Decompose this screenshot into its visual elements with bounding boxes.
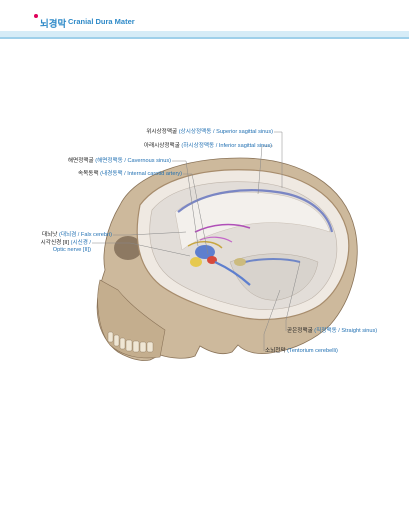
label-ko: 대뇌낫 [41,232,58,238]
label-en: (시신경 / [70,240,91,246]
label-en: (하시상정맥동 / Inferior sagittal sinus) [181,143,272,149]
label-ko: 위시상정맥굴 [146,129,178,135]
page-title-en: Cranial Dura Mater [68,17,135,26]
label-en: (Tentorium cerebelli) [287,348,338,354]
label-superior-sagittal-sinus: 위시상정맥굴 (상시상정맥동 / Superior sagittal sinus… [110,129,273,136]
label-cavernous-sinus: 해면정맥굴 (해면정맥동 / Cavernous sinus) [20,158,171,165]
label-straight-sinus: 곧은정맥굴 (직정맥동 / Straight sinus) [287,328,377,335]
label-en: (내경동맥 / Internal carotid artery) [100,171,182,177]
inferior-sagittal-sinus [194,223,251,233]
page-title-ko: 뇌경막 [40,19,67,30]
label-inferior-sagittal-sinus: 아래시상정맥굴 (하시상정맥동 / Inferior sagittal sinu… [96,143,272,150]
label-tentorium-cerebelli: 소뇌천막 (Tentorium cerebelli) [265,348,338,355]
header-divider [0,37,409,39]
label-optic-nerve: 시각신경 [II] (시신경 / Optic nerve [II]) [20,240,91,254]
label-ko: 소뇌천막 [265,348,286,354]
label-falx-cerebri: 대뇌낫 (대뇌겸 / Falx cerebri) [20,232,112,239]
teeth [107,331,154,353]
label-en: (대뇌겸 / Falx cerebri) [58,232,112,238]
label-ko: 해면정맥굴 [67,158,94,164]
tentorium-cerebelli [229,253,319,301]
label-ko: 시각신경 [II] [40,240,70,246]
label-en: (해면정맥동 / Cavernous sinus) [95,158,171,164]
header-band [0,31,409,37]
petrous-bone-detail [234,258,246,266]
label-ko: 곧은정맥굴 [287,328,313,334]
straight-sinus [244,258,301,263]
falx-cerebri [174,191,331,251]
cavernous-sinus-region [187,241,251,286]
superior-sagittal-sinus [177,189,334,233]
leader-lines [92,131,301,351]
orbit [114,236,142,260]
label-ko: 속목동맥 [78,171,99,177]
label-en: (직정맥동 / Straight sinus) [314,328,378,334]
label-ko: 아래시상정맥굴 [143,143,180,149]
label-internal-carotid-artery: 속목동맥 (내경동맥 / Internal carotid artery) [20,171,182,178]
label-en-line2: Optic nerve [II]) [52,247,91,253]
label-en: (상시상정맥동 / Superior sagittal sinus) [178,129,273,135]
header-bullet [34,14,38,18]
